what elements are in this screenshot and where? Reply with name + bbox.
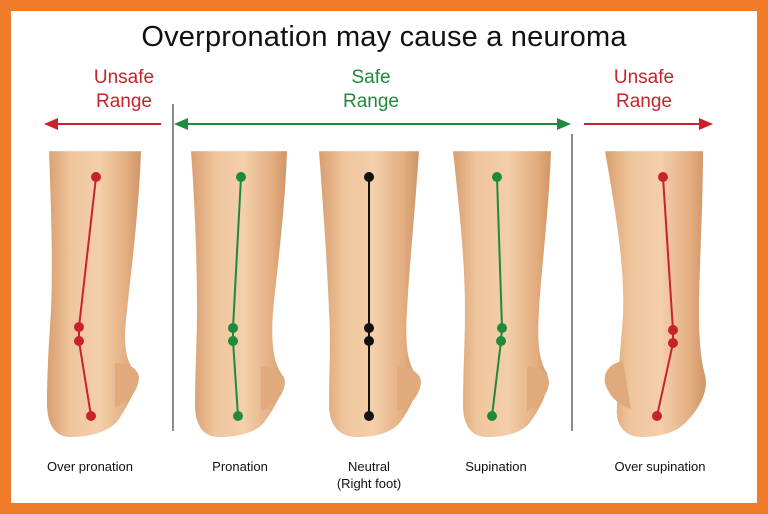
diagram-frame: Overpronation may cause a neuroma Unsafe… bbox=[11, 11, 757, 503]
marker-ankle-lower bbox=[496, 336, 506, 346]
marker-ankle-lower bbox=[364, 336, 374, 346]
right-unsafe-range-label: Unsafe Range bbox=[589, 66, 699, 114]
marker-calf bbox=[492, 172, 502, 182]
marker-ankle-lower bbox=[74, 336, 84, 346]
marker-heel bbox=[487, 411, 497, 421]
caption-label: Over pronation bbox=[47, 459, 133, 474]
left-unsafe-line1: Unsafe bbox=[93, 67, 155, 88]
marker-ankle-upper bbox=[74, 322, 84, 332]
marker-heel bbox=[233, 411, 243, 421]
marker-ankle-upper bbox=[228, 323, 238, 333]
caption-label: Neutral bbox=[348, 459, 390, 474]
feet-illustration bbox=[41, 104, 713, 437]
right-unsafe-line2: Range bbox=[616, 91, 672, 112]
marker-ankle-upper bbox=[497, 323, 507, 333]
caption-neutral: Neutral (Right foot) bbox=[294, 458, 444, 492]
marker-ankle-lower bbox=[668, 338, 678, 348]
marker-heel bbox=[364, 411, 374, 421]
caption-sublabel: (Right foot) bbox=[336, 476, 402, 491]
safe-line1: Safe bbox=[351, 67, 391, 88]
foot-neutral bbox=[311, 147, 427, 437]
marker-calf bbox=[364, 172, 374, 182]
caption-over-pronation: Over pronation bbox=[15, 458, 165, 475]
foot-over-supination bbox=[597, 147, 711, 437]
right-unsafe-arrow bbox=[584, 118, 713, 130]
caption-supination: Supination bbox=[421, 458, 571, 475]
safe-range-arrow bbox=[174, 118, 571, 130]
foot-supination bbox=[445, 147, 559, 437]
alignment-line-supination bbox=[491, 176, 504, 417]
foot-over-pronation bbox=[41, 147, 149, 437]
safe-line2: Range bbox=[343, 91, 399, 112]
marker-heel bbox=[86, 411, 96, 421]
marker-calf bbox=[91, 172, 101, 182]
alignment-line-pronation bbox=[232, 176, 242, 417]
alignment-line-over-pronation bbox=[78, 176, 97, 417]
marker-heel bbox=[652, 411, 662, 421]
caption-over-supination: Over supination bbox=[585, 458, 735, 475]
caption-label: Pronation bbox=[212, 459, 268, 474]
left-unsafe-line2: Range bbox=[96, 91, 152, 112]
left-unsafe-range-label: Unsafe Range bbox=[69, 66, 179, 114]
caption-pronation: Pronation bbox=[165, 458, 315, 475]
foot-pronation bbox=[183, 147, 295, 437]
marker-ankle-upper bbox=[364, 323, 374, 333]
left-unsafe-arrow bbox=[44, 118, 161, 130]
right-unsafe-line1: Unsafe bbox=[613, 67, 675, 88]
caption-label: Over supination bbox=[614, 459, 706, 474]
marker-ankle-upper bbox=[668, 325, 678, 335]
marker-calf bbox=[236, 172, 246, 182]
safe-range-label: Safe Range bbox=[316, 66, 426, 114]
caption-label: Supination bbox=[465, 459, 527, 474]
alignment-line-over-supination bbox=[656, 176, 674, 417]
marker-calf bbox=[658, 172, 668, 182]
diagram-title: Overpronation may cause a neuroma bbox=[141, 21, 627, 53]
marker-ankle-lower bbox=[228, 336, 238, 346]
